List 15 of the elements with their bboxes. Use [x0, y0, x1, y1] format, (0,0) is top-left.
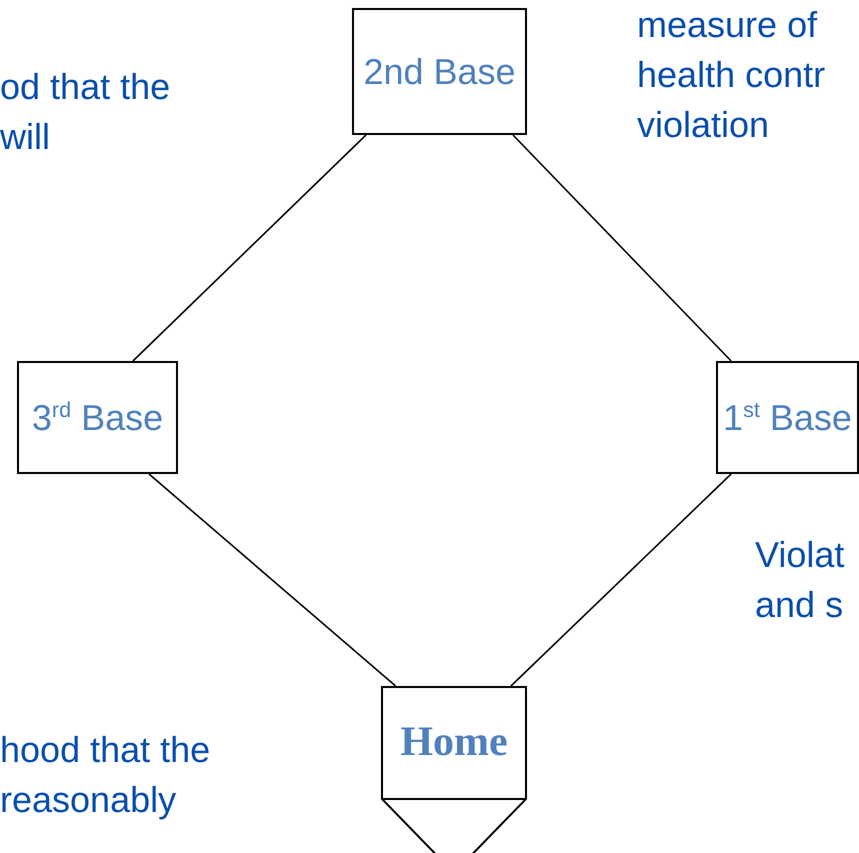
- base-label: 3$^{rd}$ Base: [32, 396, 164, 438]
- home-plate-shape: [381, 686, 527, 853]
- note-text: measure of health contr violation: [637, 3, 826, 147]
- base-box: [17, 361, 178, 474]
- base-path-line: [132, 134, 367, 362]
- base-label: 2nd Base: [363, 50, 516, 92]
- note-text: Violat and s: [755, 533, 846, 627]
- base-path-line: [148, 473, 396, 687]
- base-path-line: [510, 473, 732, 687]
- note-text: hood that the reasonably: [0, 728, 212, 822]
- base-path-line: [512, 134, 732, 362]
- base-box: [352, 8, 527, 135]
- base-box: [716, 361, 859, 474]
- base-label: Home: [400, 718, 508, 766]
- base-label: 1$^{st}$ Base: [723, 396, 852, 438]
